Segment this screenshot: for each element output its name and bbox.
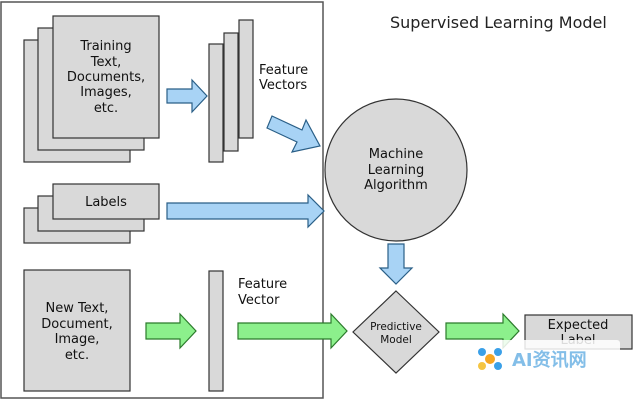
ml-algorithm-circle (324, 98, 468, 242)
training-line-1: Training (79, 39, 131, 54)
predictive-line-1: Predictive (370, 321, 422, 333)
arrow-to-feature-vector (145, 312, 197, 350)
feature-vector-label-2: Vector (238, 293, 280, 308)
training-line-4: Images, (80, 85, 132, 100)
expected-line-1: Expected (548, 318, 609, 333)
feature-vectors-stack (208, 19, 254, 163)
training-documents-stack: Training Text, Documents, Images, etc. (23, 15, 160, 163)
diagram-title: Supervised Learning Model (390, 13, 607, 32)
new-text-line-4: etc. (65, 348, 89, 363)
feature-vector-bar (208, 270, 224, 392)
arrow-labels-to-algorithm (166, 193, 325, 229)
feature-vectors-label-1: Feature (259, 63, 308, 78)
arrow-to-feature-vectors (166, 78, 208, 114)
watermark-logo-icon (478, 348, 502, 370)
training-line-5: etc. (94, 101, 118, 116)
new-text-line-3: Image, (55, 332, 100, 347)
feature-vectors-label-2: Vectors (259, 78, 307, 93)
new-text-line-2: Document, (41, 317, 112, 332)
watermark-text: AI资讯网 (512, 349, 587, 371)
new-input-box (23, 269, 131, 392)
arrow-features-to-algorithm (266, 115, 321, 153)
arrow-to-predictive-model (237, 312, 348, 350)
predictive-model-diamond (352, 290, 440, 374)
arrow-to-expected-label (445, 312, 520, 350)
ml-line-2: Learning (368, 163, 424, 178)
training-line-3: Documents, (67, 70, 145, 85)
ml-line-3: Algorithm (364, 178, 428, 193)
ml-line-1: Machine (369, 147, 423, 162)
feature-vector-label-1: Feature (238, 277, 287, 292)
training-line-2: Text, (90, 55, 121, 70)
labels-stack: Labels (23, 183, 160, 244)
new-text-line-1: New Text, (46, 301, 109, 316)
labels-text: Labels (85, 195, 127, 210)
arrow-algorithm-to-model (378, 243, 414, 285)
watermark: AI资讯网 (470, 340, 620, 378)
predictive-line-2: Model (380, 334, 412, 346)
input-frame (0, 1, 324, 399)
